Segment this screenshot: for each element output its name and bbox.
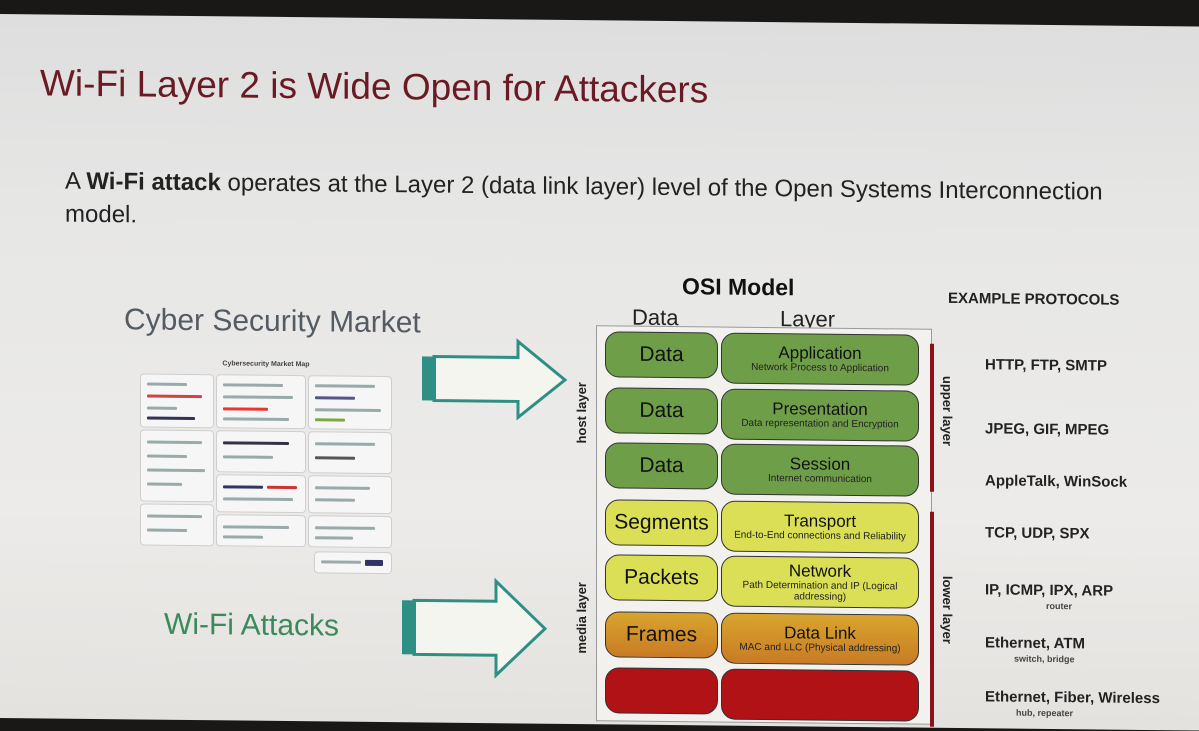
- layer-description: Data representation and Encryption: [741, 417, 899, 431]
- layer-name: Network: [788, 560, 852, 581]
- market-map-image: Cybersecurity Market Map: [138, 355, 394, 575]
- protocols-data-link: Ethernet, ATM: [985, 634, 1085, 653]
- layer-name: Transport: [783, 511, 857, 531]
- data-cell-application: Data: [605, 331, 718, 379]
- wifi-attacks-label: Wi-Fi Attacks: [164, 607, 340, 643]
- market-map-title: Cybersecurity Market Map: [222, 360, 310, 369]
- data-cell-physical: [605, 667, 718, 715]
- layer-application: Application Network Process to Applicati…: [721, 332, 919, 386]
- host-layer-label: host layer: [574, 382, 589, 444]
- protocols-network: IP, ICMP, IPX, ARP: [985, 581, 1114, 600]
- layer-description: Network Process to Application: [751, 361, 889, 375]
- layer-description: End-to-End connections and Reliability: [734, 529, 906, 543]
- devices-physical: hub, repeater: [1016, 707, 1074, 719]
- market-map-tile: [216, 474, 306, 514]
- intro-bold: Wi-Fi attack: [86, 167, 221, 197]
- data-cell-session: Data: [605, 442, 718, 490]
- devices-network: router: [1046, 600, 1073, 612]
- layer-name: Application: [778, 343, 862, 364]
- protocols-physical: Ethernet, Fiber, Wireless: [985, 688, 1160, 708]
- layer-name: Data Link: [784, 623, 856, 643]
- market-map-tile: [216, 374, 306, 430]
- layer-name: Session: [789, 454, 851, 474]
- layer-network: Network Path Determination and IP (Logic…: [721, 555, 919, 609]
- layer-description: MAC and LLC (Physical addressing): [739, 641, 901, 655]
- protocols-session: AppleTalk, WinSock: [985, 472, 1128, 491]
- market-map-tile: [308, 515, 392, 549]
- cyber-security-market-label: Cyber Security Market: [124, 303, 421, 340]
- intro-text: A Wi-Fi attack operates at the Layer 2 (…: [65, 165, 1145, 242]
- market-map-tile: [308, 431, 392, 475]
- market-map-tile: [140, 503, 214, 547]
- slide-title: Wi-Fi Layer 2 is Wide Open for Attackers: [40, 62, 709, 111]
- market-map-tile: [216, 514, 306, 548]
- layer-physical: [721, 668, 919, 722]
- market-map-tile: [140, 429, 214, 503]
- data-cell-data-link: Frames: [605, 611, 718, 659]
- intro-rest: operates at the Layer 2 (data link layer…: [65, 169, 1103, 229]
- layer-data-link: Data Link MAC and LLC (Physical addressi…: [721, 612, 919, 666]
- upper-layer-bar: [930, 343, 934, 492]
- layer-session: Session Internet communication: [721, 443, 919, 497]
- layer-description: Path Determination and IP (Logical addre…: [742, 579, 898, 603]
- arrow-to-data-link-icon: [402, 577, 548, 679]
- market-map-tile: [140, 373, 214, 429]
- intro-prefix: A: [65, 167, 87, 195]
- layer-description: Internet communication: [768, 473, 872, 486]
- market-map-tile: [216, 430, 306, 474]
- upper-layer-label: upper layer: [940, 375, 955, 447]
- layer-name: Presentation: [772, 399, 868, 420]
- data-cell-transport: Segments: [605, 499, 718, 547]
- market-map-tile: [314, 551, 392, 575]
- slide: Wi-Fi Layer 2 is Wide Open for Attackers…: [0, 14, 1199, 731]
- layer-presentation: Presentation Data representation and Enc…: [721, 388, 919, 442]
- layer-transport: Transport End-to-End connections and Rel…: [721, 500, 919, 554]
- lower-layer-label: lower layer: [940, 575, 955, 644]
- example-protocols-header: EXAMPLE PROTOCOLS: [948, 289, 1120, 309]
- protocols-transport: TCP, UDP, SPX: [985, 524, 1090, 543]
- lower-layer-bar: [930, 511, 934, 727]
- osi-model-title: OSI Model: [682, 273, 795, 301]
- devices-data-link: switch, bridge: [1014, 653, 1075, 665]
- market-map-tile: [308, 375, 392, 431]
- arrow-to-host-layer-icon: [422, 338, 568, 421]
- media-layer-label: media layer: [574, 582, 589, 654]
- protocols-application: HTTP, FTP, SMTP: [985, 356, 1107, 375]
- data-cell-presentation: Data: [605, 387, 718, 435]
- market-map-tile: [308, 475, 392, 515]
- protocols-presentation: JPEG, GIF, MPEG: [985, 420, 1110, 439]
- data-cell-network: Packets: [605, 554, 718, 602]
